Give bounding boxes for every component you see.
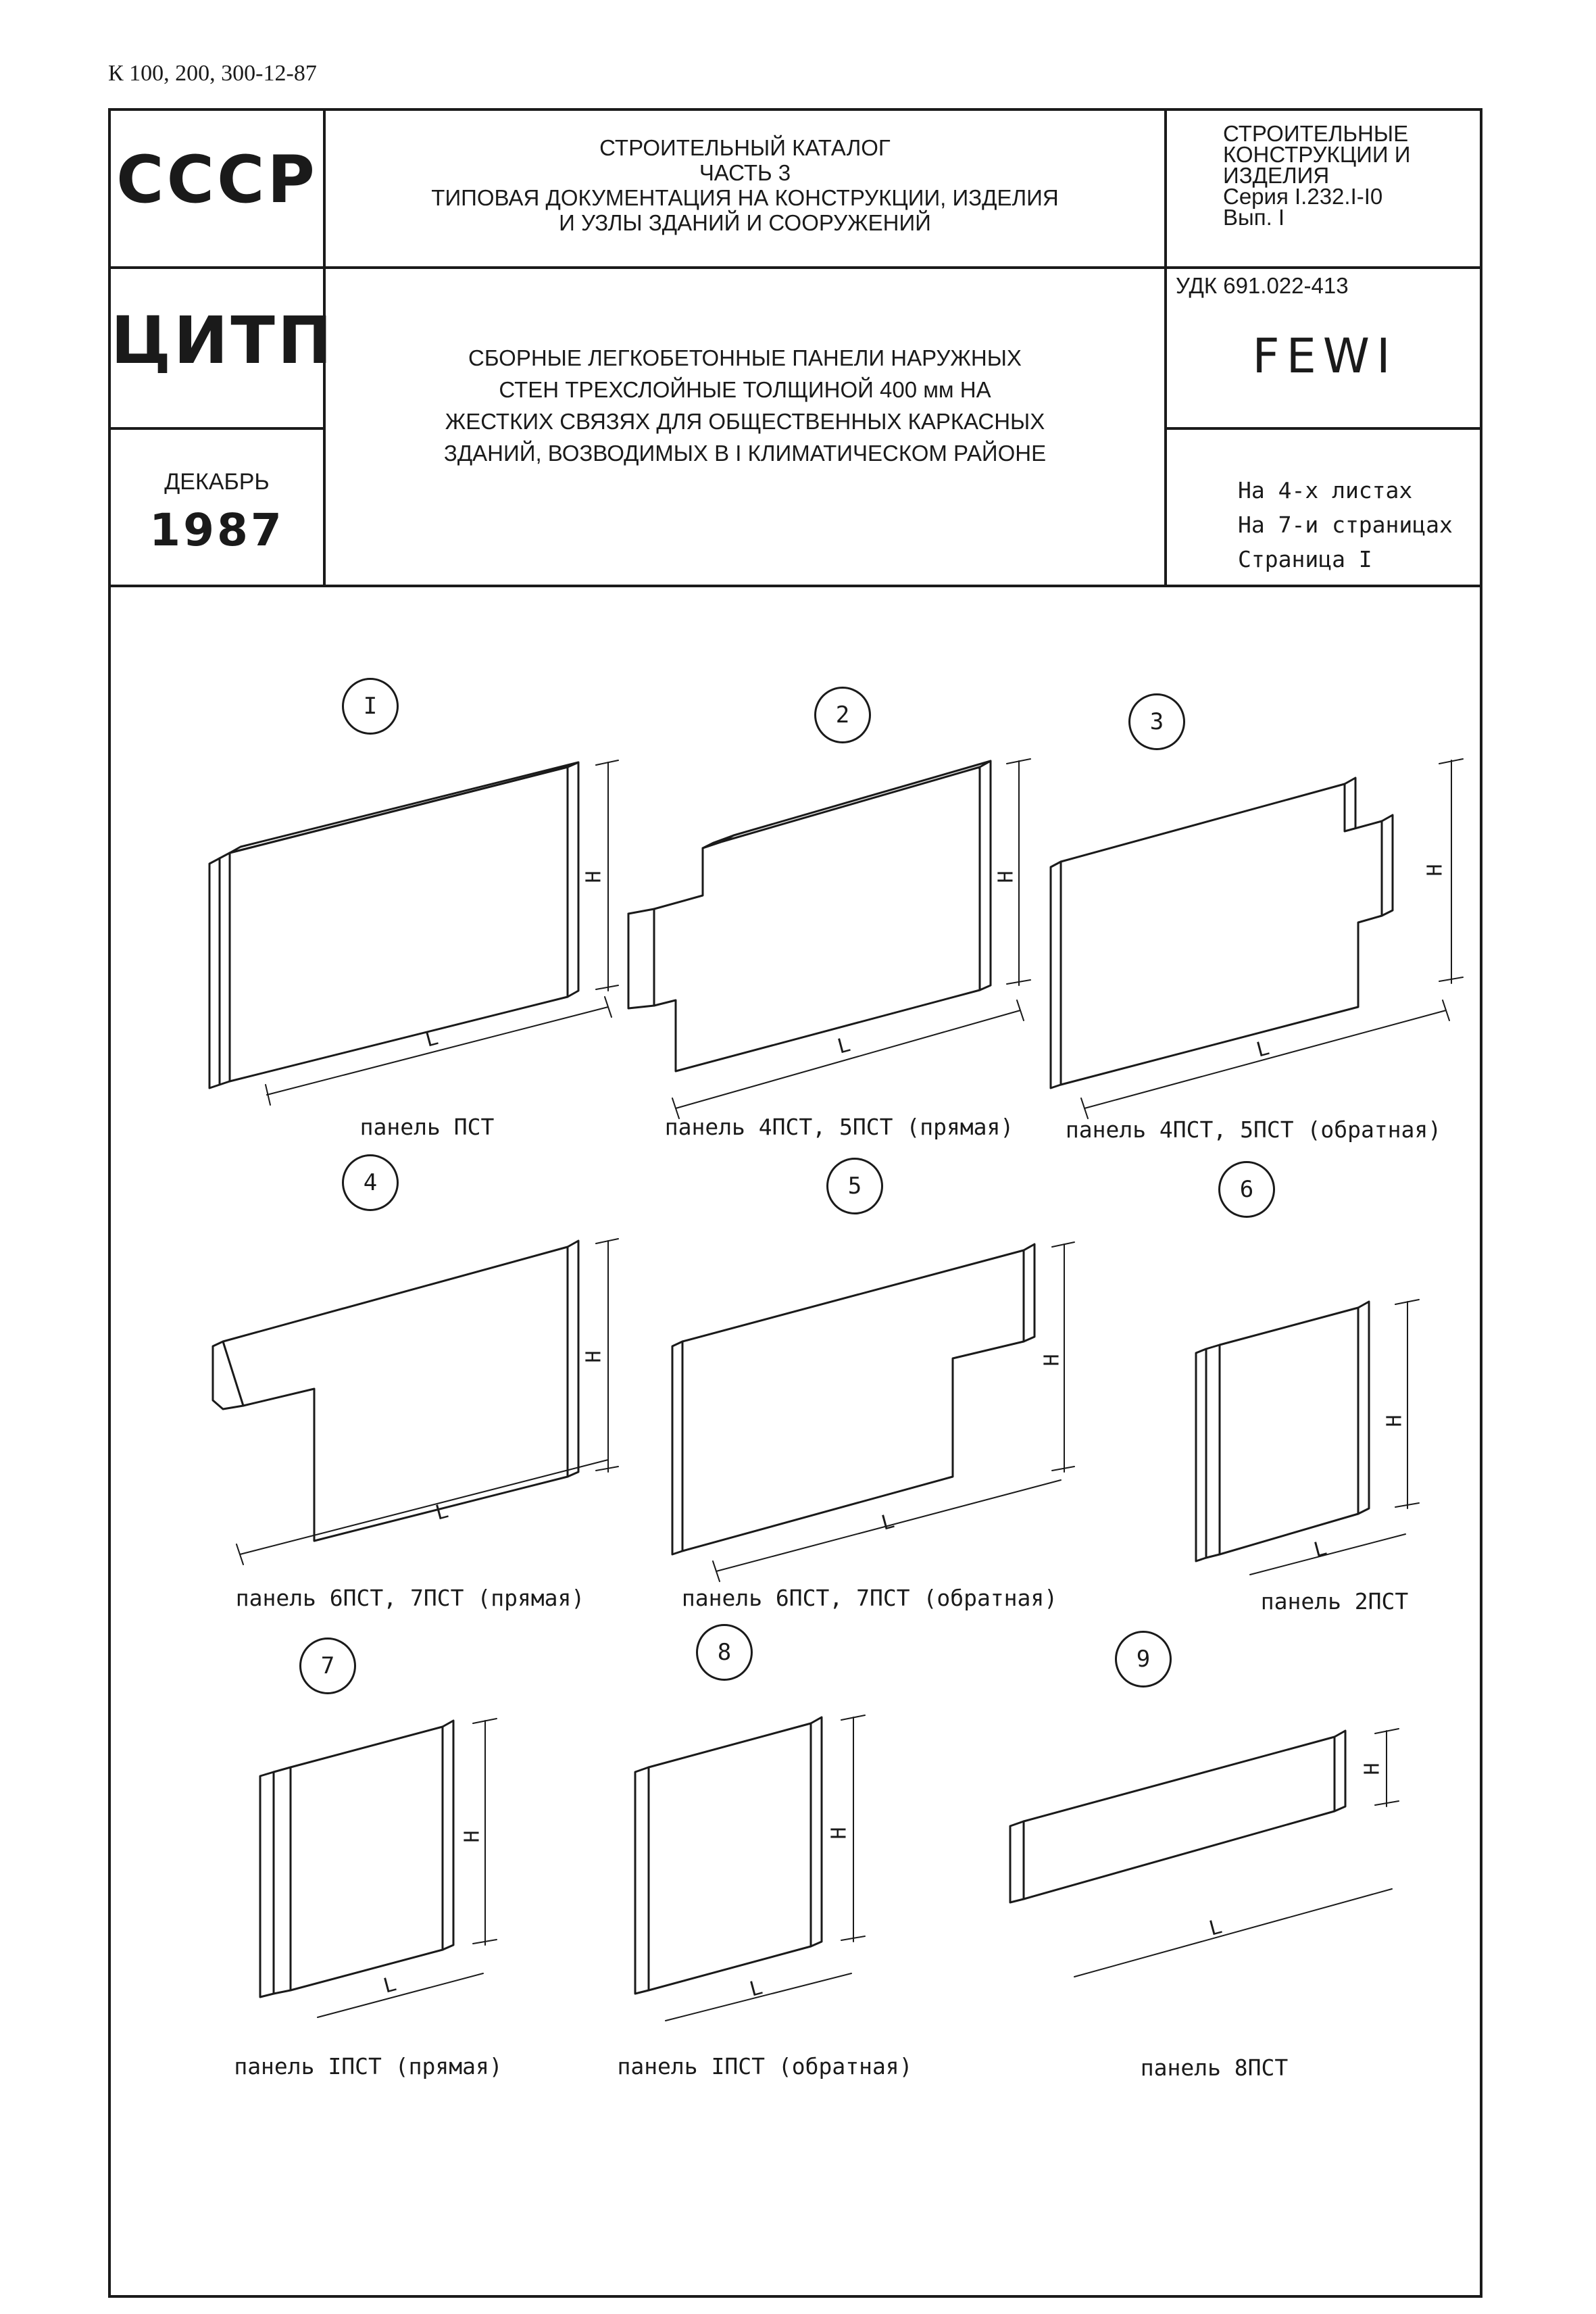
series-line: ИЗДЕЛИЯ xyxy=(1223,163,1330,188)
panel-2-caption: панель 4ПСТ, 5ПСТ (прямая) xyxy=(664,1114,1014,1140)
panel-7-number: 7 xyxy=(299,1638,356,1694)
org-citp: ЦИТП xyxy=(111,303,335,378)
catalog-line: ЧАСТЬ 3 xyxy=(699,160,791,185)
document-title: СБОРНЫЕ ЛЕГКОБЕТОННЫЕ ПАНЕЛИ НАРУЖНЫХ СТ… xyxy=(326,342,1164,469)
title-block-bottom-line xyxy=(108,585,1482,587)
panel-9-number: 9 xyxy=(1115,1631,1172,1688)
sheets-line: Страница I xyxy=(1238,546,1372,572)
title-line: СТЕН ТРЕХСЛОЙНЫЕ ТОЛЩИНОЙ 400 мм НА xyxy=(499,377,991,402)
panel-7-drawing xyxy=(259,1718,497,2018)
panel-1-number: I xyxy=(342,678,399,735)
panel-4-drawing xyxy=(211,1238,619,1565)
catalog-code: FEWI xyxy=(1252,328,1397,384)
panel-6-drawing xyxy=(1195,1299,1420,1575)
panel-3-drawing xyxy=(1049,758,1464,1119)
panel-3-height-label: H xyxy=(1423,864,1447,877)
panel-5-caption: панель 6ПСТ, 7ПСТ (обратная) xyxy=(681,1585,1058,1611)
sheets-line: На 7-и страницах xyxy=(1238,512,1453,538)
series-line: КОНСТРУКЦИИ И xyxy=(1223,142,1411,167)
drawing-frame xyxy=(108,108,1482,2298)
panel-2-number: 2 xyxy=(814,687,871,743)
panel-5-drawing xyxy=(671,1241,1075,1582)
panel-8-drawing xyxy=(634,1715,866,2021)
panel-4-height-label: H xyxy=(582,1350,606,1363)
panel-3-caption: панель 4ПСТ, 5ПСТ (обратная) xyxy=(1065,1116,1442,1143)
panel-2-drawing xyxy=(627,758,1031,1119)
title-block-row-line xyxy=(108,266,1482,269)
title-block-divider-right xyxy=(1164,108,1167,585)
document-reference: К 100, 200, 300-12-87 xyxy=(108,61,317,86)
title-line: ЖЕСТКИХ СВЯЗЯХ ДЛЯ ОБЩЕСТВЕННЫХ КАРКАСНЫ… xyxy=(445,409,1045,434)
panel-9-drawing xyxy=(1009,1728,1399,1977)
date-month: ДЕКАБРЬ xyxy=(164,469,270,495)
date-year: 1987 xyxy=(149,504,284,556)
left-column-row-line xyxy=(108,427,324,430)
panel-1-drawing xyxy=(208,760,619,1106)
catalog-line: И УЗЛЫ ЗДАНИЙ И СООРУЖЕНИЙ xyxy=(559,210,931,235)
right-column-row-line xyxy=(1166,427,1482,430)
panel-8-caption: панель IПСТ (обратная) xyxy=(617,2053,913,2079)
catalog-line: СТРОИТЕЛЬНЫЙ КАТАЛОГ xyxy=(599,135,891,160)
panel-8-number: 8 xyxy=(696,1624,753,1681)
panel-6-number: 6 xyxy=(1218,1161,1275,1218)
sheets-info: На 4-х листах На 7-и страницах Страница … xyxy=(1238,473,1453,576)
series-info: СТРОИТЕЛЬНЫЕ КОНСТРУКЦИИ И ИЗДЕЛИЯ Серия… xyxy=(1223,121,1480,230)
panel-1-caption: панель ПСТ xyxy=(359,1114,495,1140)
panel-6-caption: панель 2ПСТ xyxy=(1260,1588,1409,1615)
panel-4-number: 4 xyxy=(342,1154,399,1211)
catalog-heading: СТРОИТЕЛЬНЫЙ КАТАЛОГ ЧАСТЬ 3 ТИПОВАЯ ДОК… xyxy=(326,135,1164,235)
panel-2-height-label: H xyxy=(994,870,1018,883)
series-line: СТРОИТЕЛЬНЫЕ xyxy=(1223,121,1409,146)
title-line: СБОРНЫЕ ЛЕГКОБЕТОННЫЕ ПАНЕЛИ НАРУЖНЫХ xyxy=(468,345,1022,370)
sheets-line: На 4-х листах xyxy=(1238,477,1413,503)
panel-9-caption: панель 8ПСТ xyxy=(1140,2054,1289,2081)
catalog-line: ТИПОВАЯ ДОКУМЕНТАЦИЯ НА КОНСТРУКЦИИ, ИЗД… xyxy=(431,185,1059,210)
series-line: Серия I.232.I-I0 xyxy=(1223,184,1383,209)
panel-3-number: 3 xyxy=(1128,693,1185,750)
udk-code: УДК 691.022-413 xyxy=(1176,273,1349,298)
org-ussr: СССР xyxy=(116,142,318,218)
panel-9-height-label: H xyxy=(1360,1763,1385,1775)
panel-1-height-label: H xyxy=(582,870,606,883)
panel-4-caption: панель 6ПСТ, 7ПСТ (прямая) xyxy=(235,1585,585,1611)
panel-5-number: 5 xyxy=(826,1158,883,1214)
title-block-divider-left xyxy=(323,108,326,585)
title-line: ЗДАНИЙ, ВОЗВОДИМЫХ В I КЛИМАТИЧЕСКОМ РАЙ… xyxy=(443,441,1047,466)
panel-7-caption: панель IПСТ (прямая) xyxy=(234,2053,503,2079)
panel-8-height-label: H xyxy=(827,1827,851,1840)
series-line: Вып. I xyxy=(1223,205,1285,230)
panel-6-height-label: H xyxy=(1382,1414,1407,1427)
panel-5-height-label: H xyxy=(1040,1354,1064,1367)
panel-7-height-label: H xyxy=(460,1830,484,1843)
